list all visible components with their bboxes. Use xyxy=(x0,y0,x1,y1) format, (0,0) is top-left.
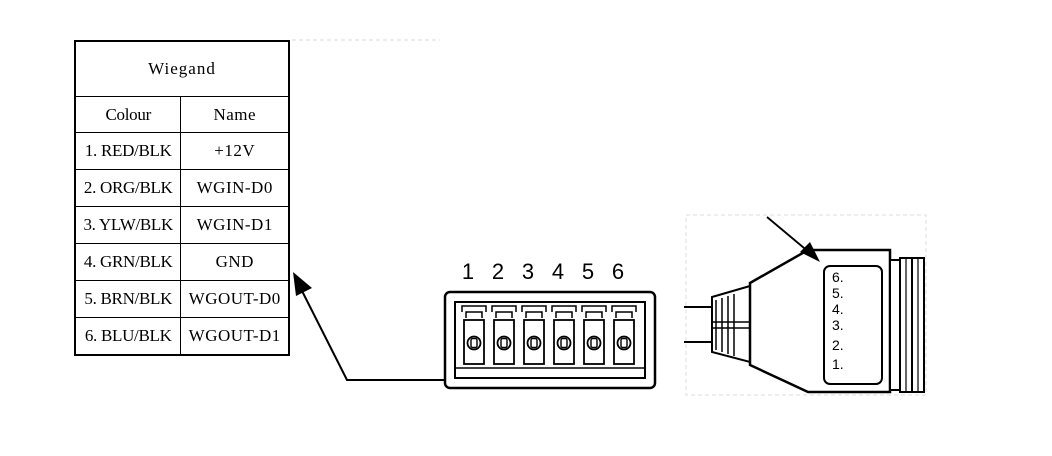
pin-number-label: 4 xyxy=(551,259,565,284)
plug-pin-label: 1. xyxy=(832,356,844,372)
plug-pin-label: 5. xyxy=(832,285,844,301)
signal-name: WGIN-D1 xyxy=(180,206,290,244)
table-row: 5. BRN/BLK WGOUT-D0 xyxy=(74,280,290,318)
screw-terminal xyxy=(521,305,547,365)
table-row: 4. GRN/BLK GND xyxy=(74,243,290,281)
table-row: 3. YLW/BLK WGIN-D1 xyxy=(74,206,290,244)
screw-terminal xyxy=(491,305,517,365)
pin-number-label: 6 xyxy=(611,259,625,284)
screw-terminal xyxy=(551,305,577,365)
terminal-block xyxy=(443,290,657,390)
signal-name: WGIN-D0 xyxy=(180,169,290,207)
wire-colour: 2. ORG/BLK xyxy=(74,169,182,207)
table-row: 1. RED/BLK +12V xyxy=(74,132,290,170)
column-header-colour: Colour xyxy=(74,96,182,133)
leader-arrow-plug xyxy=(766,216,820,262)
screw-terminal xyxy=(461,305,487,365)
wire-colour: 4. GRN/BLK xyxy=(74,243,182,281)
pin-number-label: 2 xyxy=(491,259,505,284)
signal-name: GND xyxy=(180,243,290,281)
plug-connector xyxy=(684,214,927,396)
wire-colour: 6. BLU/BLK xyxy=(74,317,182,355)
plug-pin-label: 3. xyxy=(832,317,844,333)
column-header-name: Name xyxy=(180,96,290,133)
signal-name: WGOUT-D1 xyxy=(180,317,290,355)
pin-number-label: 5 xyxy=(581,259,595,284)
table-row: 2. ORG/BLK WGIN-D0 xyxy=(74,169,290,207)
plug-pin-label: 6. xyxy=(832,269,844,285)
table-row: 6. BLU/BLK WGOUT-D1 xyxy=(74,317,290,355)
wiegand-pinout-table: Wiegand Colour Name 1. RED/BLK +12V 2. O… xyxy=(74,40,290,356)
plug-pin-label: 2. xyxy=(832,337,844,353)
screw-terminal xyxy=(581,305,607,365)
wire-colour: 3. YLW/BLK xyxy=(74,206,182,244)
leader-arrow-table xyxy=(293,272,445,381)
plug-pin-label: 4. xyxy=(832,301,844,317)
pin-number-label: 3 xyxy=(521,259,535,284)
wire-colour: 1. RED/BLK xyxy=(74,132,182,170)
pin-number-label: 1 xyxy=(461,259,475,284)
signal-name: WGOUT-D0 xyxy=(180,280,290,318)
screw-terminal xyxy=(611,305,637,365)
